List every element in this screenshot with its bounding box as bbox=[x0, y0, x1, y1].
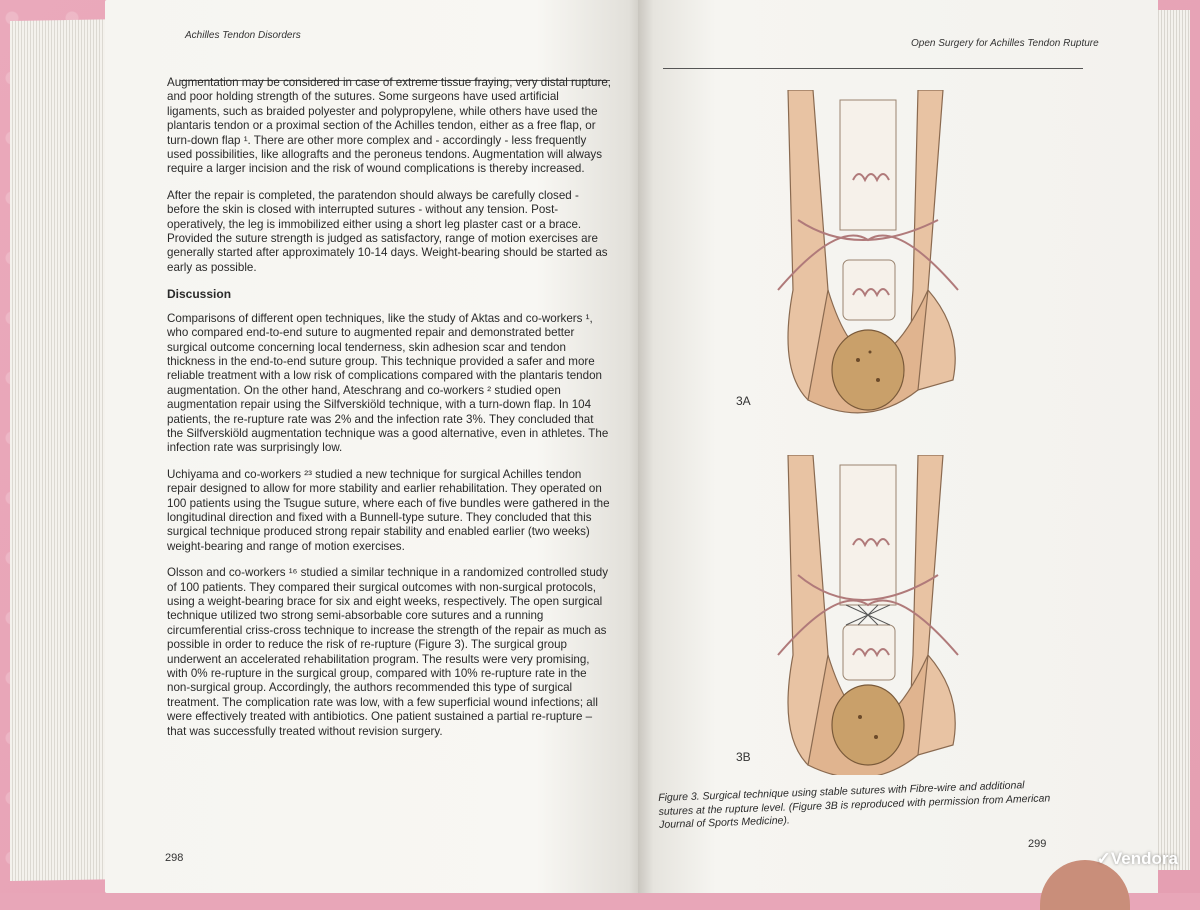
paragraph-aktas: Comparisons of different open techniques… bbox=[167, 311, 609, 455]
right-page: Open Surgery for Achilles Tendon Rupture… bbox=[638, 0, 1158, 893]
paragraph-augmentation: Augmentation may be considered in case o… bbox=[167, 76, 612, 176]
figure-3-caption: Figure 3. Surgical technique using stabl… bbox=[658, 779, 1051, 831]
watermark-text: Vendora bbox=[1110, 849, 1178, 868]
check-icon: ✓ bbox=[1096, 849, 1111, 868]
figure-label-3b: 3B bbox=[736, 750, 751, 764]
figure-3a-illustration bbox=[777, 90, 959, 414]
paragraph-repair: After the repair is completed, the parat… bbox=[167, 188, 608, 274]
left-page-body: Augmentation may be considered in case o… bbox=[167, 76, 612, 751]
paragraph-olsson: Olsson and co-workers ¹⁶ studied a simil… bbox=[167, 566, 609, 738]
right-page-number: 299 bbox=[1028, 838, 1047, 850]
paragraph-uchiyama: Uchiyama and co-workers ²³ studied a new… bbox=[167, 467, 610, 553]
discussion-heading: Discussion bbox=[167, 287, 232, 302]
vendora-watermark: ✓Vendora bbox=[1097, 849, 1178, 869]
left-running-header: Achilles Tendon Disorders bbox=[185, 30, 301, 41]
left-page-number: 298 bbox=[165, 852, 184, 864]
left-page: Achilles Tendon Disorders Augmentation m… bbox=[105, 0, 645, 893]
right-running-header: Open Surgery for Achilles Tendon Rupture bbox=[911, 38, 1099, 49]
left-header-rule bbox=[180, 80, 610, 81]
open-book: Achilles Tendon Disorders Augmentation m… bbox=[10, 0, 1190, 893]
figure-3b-illustration bbox=[777, 455, 959, 775]
right-header-rule bbox=[663, 68, 1083, 69]
figure-label-3a: 3A bbox=[736, 394, 751, 408]
